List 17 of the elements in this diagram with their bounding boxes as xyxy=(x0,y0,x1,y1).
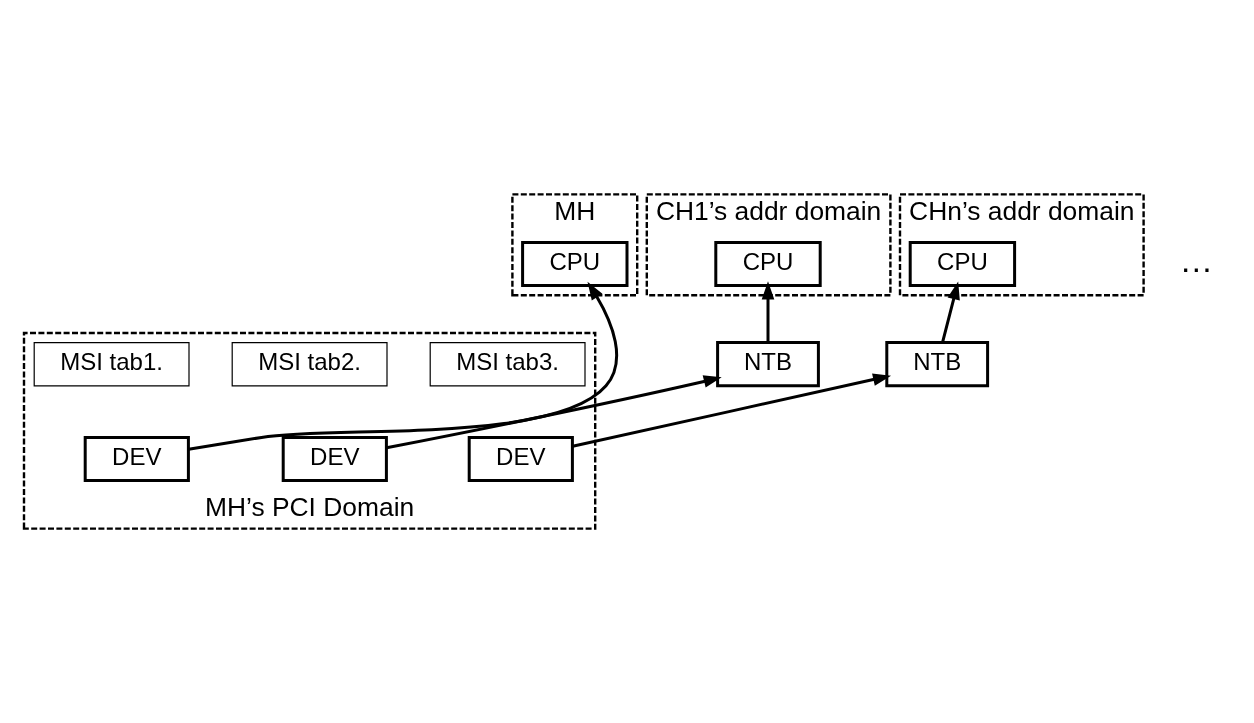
arrow xyxy=(761,281,775,343)
node-box: MSI tab3. xyxy=(429,342,586,387)
node-box: MSI tab2. xyxy=(231,342,388,387)
label: … xyxy=(1179,242,1214,280)
node-box: DEV xyxy=(281,435,388,483)
arrow xyxy=(386,375,722,450)
node-box: CPU xyxy=(714,240,822,288)
arrow xyxy=(941,281,960,343)
node-box: NTB xyxy=(885,341,990,388)
node-box: CPU xyxy=(521,240,629,288)
node-box: DEV xyxy=(467,435,574,483)
arrow xyxy=(188,281,619,451)
node-box: CPU xyxy=(908,240,1017,288)
node-box: DEV xyxy=(83,435,190,483)
node-box: MSI tab1. xyxy=(33,342,190,387)
arrow xyxy=(572,373,892,448)
node-box: NTB xyxy=(716,341,820,388)
